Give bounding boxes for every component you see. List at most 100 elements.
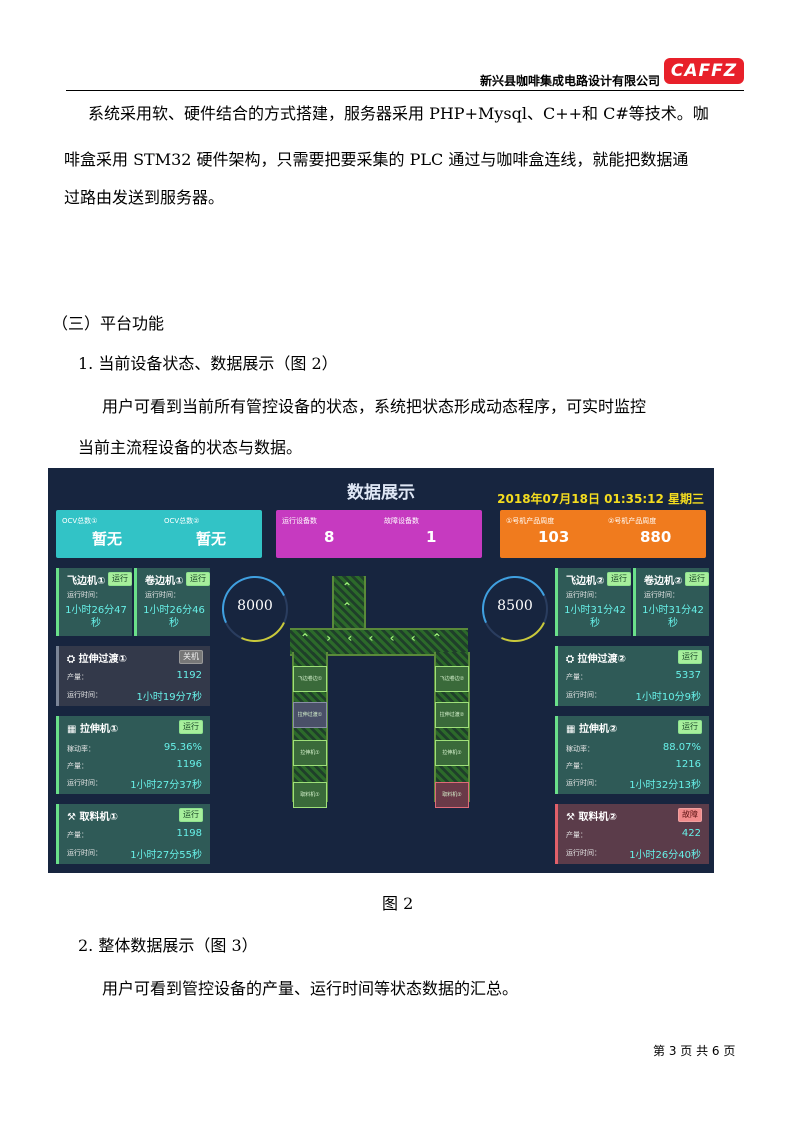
- card-take2-s1: 产量：: [566, 831, 587, 839]
- card-pull2-s0: 稼动率：: [566, 745, 594, 753]
- flow-box-left-3: 拉伸机①: [293, 740, 327, 766]
- card-pull-trans2-s2: 运行时间：: [566, 691, 601, 699]
- card-pull1-badge: 运行: [179, 720, 203, 734]
- machine-icon: ▦: [566, 724, 579, 735]
- card-pull1-name: ▦ 拉伸机①: [67, 720, 118, 735]
- card-roll2[interactable]: 卷边机② 运行 运行时间： 1小时31分42秒: [633, 568, 709, 636]
- card-pull-trans2[interactable]: ⛭ 拉伸过渡② 运行 产量： 5337 运行时间： 1小时10分9秒: [555, 646, 709, 706]
- paragraph-1-line-2: 啡盒采用 STM32 硬件架构，只需要把要采集的 PLC 通过与咖啡盒连线，就能…: [64, 150, 689, 169]
- card-pull-trans1-label: 拉伸过渡①: [78, 654, 127, 665]
- card-pull2-name: ▦ 拉伸机②: [566, 720, 617, 735]
- card-fly1[interactable]: 飞边机① 运行 运行时间： 1小时26分47秒: [56, 568, 132, 636]
- card-pull-trans1-s2: 运行时间：: [67, 691, 102, 699]
- card-roll2-sub: 运行时间：: [644, 591, 679, 599]
- card-fly1-name: 飞边机①: [67, 576, 106, 587]
- card-take2-label: 取料机②: [578, 812, 617, 823]
- card-take2-name: ⚒ 取料机②: [566, 808, 617, 823]
- card-fly2[interactable]: 飞边机② 运行 运行时间： 1小时31分42秒: [555, 568, 631, 636]
- arrow-row-icon: ⌃ › ‹ ‹ ‹ ‹ ⌃: [300, 631, 448, 645]
- card-pull-trans2-v1: 5337: [675, 670, 701, 681]
- gauge-right: 8500: [472, 566, 558, 652]
- card-roll2-badge: 运行: [685, 572, 709, 586]
- card-take1-v1: 1198: [176, 828, 202, 839]
- card-fly2-value: 1小时31分42秒: [564, 605, 626, 629]
- card-take2-badge: 故障: [678, 808, 702, 822]
- company-name: 新兴县咖啡集成电路设计有限公司: [480, 74, 661, 88]
- card-pull1-s2: 运行时间：: [67, 779, 102, 787]
- dashboard-datetime: 2018年07月18日 01:35:12 星期三: [497, 492, 704, 506]
- card-take1-s1: 产量：: [67, 831, 88, 839]
- section-heading-3: （三）平台功能: [52, 314, 165, 333]
- arrow-up-icon: ⌃: [342, 600, 353, 614]
- card-pull2-s2: 运行时间：: [566, 779, 601, 787]
- kpi-devices: 运行设备数 8 故障设备数 1: [276, 510, 482, 558]
- card-roll1-badge: 运行: [186, 572, 210, 586]
- item-2-desc: 用户可看到管控设备的产量、运行时间等状态数据的汇总。: [102, 979, 519, 998]
- flow-box-right-4: 取料机②: [435, 782, 469, 808]
- card-roll1[interactable]: 卷边机① 运行 运行时间： 1小时26分46秒: [134, 568, 210, 636]
- gauge-left: 8000: [212, 566, 298, 652]
- card-take1-label: 取料机①: [79, 812, 118, 823]
- card-fly2-badge: 运行: [607, 572, 631, 586]
- card-pull-trans1-name: ⛭ 拉伸过渡①: [67, 650, 127, 665]
- card-take1-s2: 运行时间：: [67, 849, 102, 857]
- belt-top-center: [332, 576, 366, 632]
- kpi-run-label: 运行设备数: [282, 517, 317, 525]
- card-pull2[interactable]: ▦ 拉伸机② 运行 稼动率： 88.07% 产量： 1216 运行时间： 1小时…: [555, 716, 709, 794]
- paragraph-1-line-1: 系统采用软、硬件结合的方式搭建，服务器采用 PHP+Mysql、C++和 C#等…: [88, 104, 709, 123]
- card-pull1-v2: 1小时27分37秒: [130, 780, 202, 791]
- item-1-desc-line-1: 用户可看到当前所有管控设备的状态，系统把状态形成动态程序，可实时监控: [102, 397, 647, 416]
- card-take1-name: ⚒ 取料机①: [67, 808, 118, 823]
- card-take2-v2: 1小时26分40秒: [629, 850, 701, 861]
- card-fly2-name: 飞边机②: [566, 576, 605, 587]
- kpi-products: ①号机产品周度 103 ②号机产品周度 880: [500, 510, 706, 558]
- flow-box-left-4: 取料机①: [293, 782, 327, 808]
- flow-box-left-2: 拉伸过渡①: [293, 702, 327, 728]
- arrow-up-icon: ⌃: [342, 580, 353, 594]
- card-pull2-v0: 88.07%: [662, 742, 701, 753]
- kpi-ocv1-label: OCV总数①: [62, 517, 98, 525]
- card-take2-v1: 422: [681, 828, 701, 839]
- card-pull1-s0: 稼动率：: [67, 745, 95, 753]
- card-pull1-v0: 95.36%: [163, 742, 202, 753]
- card-take1[interactable]: ⚒ 取料机① 运行 产量： 1198 运行时间： 1小时27分55秒: [56, 804, 210, 864]
- card-pull2-v1: 1216: [675, 759, 701, 770]
- card-roll1-value: 1小时26分46秒: [143, 605, 205, 629]
- card-pull2-v2: 1小时32分13秒: [629, 780, 701, 791]
- company-logo: CAFFZ: [664, 58, 744, 84]
- card-pull2-badge: 运行: [678, 720, 702, 734]
- dashboard-title: 数据展示: [347, 483, 415, 503]
- card-roll1-sub: 运行时间：: [145, 591, 180, 599]
- card-pull2-s1: 产量：: [566, 762, 587, 770]
- gauge-left-value: 8000: [237, 598, 273, 614]
- figure-caption: 图 2: [382, 894, 414, 913]
- card-pull-trans2-name: ⛭ 拉伸过渡②: [566, 650, 626, 665]
- card-pull1[interactable]: ▦ 拉伸机① 运行 稼动率： 95.36% 产量： 1196 运行时间： 1小时…: [56, 716, 210, 794]
- card-pull-trans1-v1: 1192: [176, 670, 202, 681]
- card-pull-trans2-v2: 1小时10分9秒: [635, 692, 701, 703]
- card-pull-trans1-v2: 1小时19分7秒: [136, 692, 202, 703]
- card-take2[interactable]: ⚒ 取料机② 故障 产量： 422 运行时间： 1小时26分40秒: [555, 804, 709, 864]
- card-pull-trans2-badge: 运行: [678, 650, 702, 664]
- item-2-heading: 2. 整体数据展示（图 3）: [78, 936, 258, 955]
- machine-icon: ▦: [67, 724, 80, 735]
- card-pull-trans1-s1: 产量：: [67, 673, 88, 681]
- item-1-desc-line-2: 当前主流程设备的状态与数据。: [78, 438, 303, 457]
- card-pull-trans1[interactable]: ⛭ 拉伸过渡① 关机 产量： 1192 运行时间： 1小时19分7秒: [56, 646, 210, 706]
- crane-icon: ⚒: [566, 812, 579, 823]
- card-fly1-sub: 运行时间：: [67, 591, 102, 599]
- header-rule: [66, 90, 744, 91]
- factory-icon: ⛭: [67, 654, 79, 665]
- flow-box-left-1: 飞边卷边①: [293, 666, 327, 692]
- card-fly2-sub: 运行时间：: [566, 591, 601, 599]
- kpi-ocv2-value: 暂无: [196, 530, 227, 548]
- card-pull-trans2-s1: 产量：: [566, 673, 587, 681]
- kpi-fault-value: 1: [426, 528, 437, 546]
- card-take2-s2: 运行时间：: [566, 849, 601, 857]
- kpi-p2-label: ②号机产品周度: [608, 517, 657, 525]
- crane-icon: ⚒: [67, 812, 80, 823]
- card-take1-badge: 运行: [179, 808, 203, 822]
- card-fly1-value: 1小时26分47秒: [65, 605, 127, 629]
- card-take1-v2: 1小时27分55秒: [130, 850, 202, 861]
- card-fly1-badge: 运行: [108, 572, 132, 586]
